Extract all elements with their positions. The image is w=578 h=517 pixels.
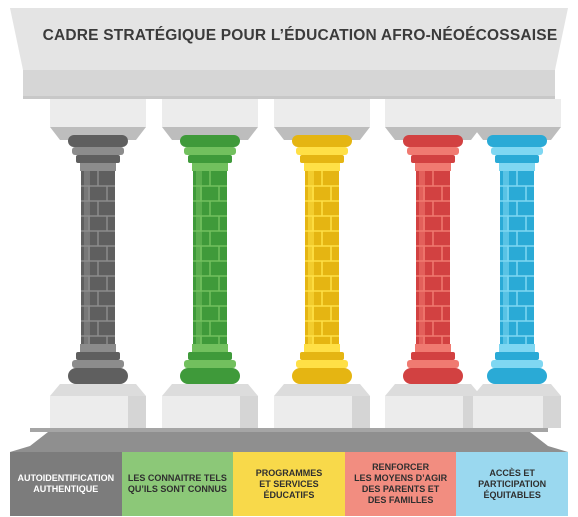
diagram-title: CADRE STRATÉGIQUE POUR L’ÉDUCATION AFRO-… <box>42 27 558 44</box>
pillar-yellow <box>274 99 370 428</box>
pillar-plinth-shade <box>128 396 146 428</box>
pillar-label-5: ACCÈS ET PARTICIPATION ÉQUITABLES <box>456 452 568 516</box>
pillar-capital-ring <box>188 155 232 163</box>
pillar-capital-ring <box>192 163 228 171</box>
pillar-label-1: AUTOIDENTIFICATION AUTHENTIQUE <box>10 452 122 516</box>
pillar-base-ring <box>499 344 535 352</box>
pillar-plinth-shade <box>240 396 258 428</box>
roof-front <box>23 70 555 96</box>
pillar-shaft-highlight <box>503 171 509 344</box>
pillar-label-3: PROGRAMMES ET SERVICES ÉDUCATIFS <box>233 452 345 516</box>
pillar-capital-ring <box>495 155 539 163</box>
pillar-label-text: PROGRAMMES ET SERVICES ÉDUCATIFS <box>255 467 323 500</box>
pillar-base-ring <box>296 360 348 368</box>
pillar-capital-ring <box>403 135 463 147</box>
pillar-labels: AUTOIDENTIFICATION AUTHENTIQUE LES CONNA… <box>10 452 568 516</box>
pillar-capital-block <box>162 99 258 127</box>
pillar-capital-ring <box>300 155 344 163</box>
pillar-base-ring <box>76 352 120 360</box>
pillar-base-ring <box>292 368 352 384</box>
pillar-plinth-shade <box>352 396 370 428</box>
pillar-capital-block <box>274 99 370 127</box>
pillar-base-ring <box>495 352 539 360</box>
pillar-base-ring <box>72 360 124 368</box>
pillar-capital-block <box>385 99 481 127</box>
pillar-capital-ring <box>296 147 348 155</box>
roof-top <box>10 8 568 70</box>
pillar-base-ring <box>68 368 128 384</box>
pillar-label-4: RENFORCER LES MOYENS D’AGIR DES PARENTS … <box>344 452 457 516</box>
pillar-capital-ring <box>415 163 451 171</box>
pillar-capital-block <box>473 99 561 127</box>
pillar-shaft-highlight <box>419 171 425 344</box>
pillar-shaft-highlight <box>196 171 202 344</box>
pillars-group <box>50 99 561 428</box>
pillar-plinth-top <box>385 384 481 396</box>
pillar-base-ring <box>403 368 463 384</box>
pillar-base-ring <box>407 360 459 368</box>
pillar-base-ring <box>411 352 455 360</box>
pillar-base-ring <box>80 344 116 352</box>
roof-underline <box>23 96 555 99</box>
pillar-base-ring <box>184 360 236 368</box>
pillar-capital-ring <box>499 163 535 171</box>
pillar-base-ring <box>415 344 451 352</box>
pillar-capital-ring <box>491 147 543 155</box>
pillar-plinth-top <box>473 384 561 396</box>
pillar-capital-ring <box>72 147 124 155</box>
pillar-plinth-top <box>274 384 370 396</box>
pillar-base-ring <box>180 368 240 384</box>
temple-roof <box>10 8 568 99</box>
pillar-capital-ring <box>184 147 236 155</box>
pillar-capital-ring <box>487 135 547 147</box>
pillar-shaft-highlight <box>84 171 90 344</box>
pillar-capital-ring <box>292 135 352 147</box>
pillar-base-ring <box>300 352 344 360</box>
pillar-label-text: ACCÈS ET PARTICIPATION ÉQUITABLES <box>478 467 547 500</box>
pillar-base-ring <box>304 344 340 352</box>
pillar-blue <box>473 99 561 428</box>
pillar-capital-block <box>50 99 146 127</box>
pillar-plinth-top <box>50 384 146 396</box>
pillar-label-text: RENFORCER LES MOYENS D’AGIR DES PARENTS … <box>354 462 448 505</box>
pillar-base-ring <box>487 368 547 384</box>
pillar-green <box>162 99 258 428</box>
pillar-label-text: LES CONNAITRE TELS QU’ILS SONT CONNUS <box>127 473 227 494</box>
pillar-shaft-highlight <box>308 171 314 344</box>
pillar-capital-ring <box>304 163 340 171</box>
pillar-capital-ring <box>76 155 120 163</box>
pillar-gray <box>50 99 146 428</box>
pillar-label-2: LES CONNAITRE TELS QU’ILS SONT CONNUS <box>121 452 234 516</box>
pillar-base-ring <box>192 344 228 352</box>
pillar-plinth-shade <box>543 396 561 428</box>
pillar-label-text: AUTOIDENTIFICATION AUTHENTIQUE <box>17 473 115 494</box>
pillar-capital-ring <box>180 135 240 147</box>
pillar-capital-ring <box>80 163 116 171</box>
floor-slab <box>10 432 568 452</box>
floor-edge <box>30 428 548 432</box>
pillar-base-ring <box>188 352 232 360</box>
pillar-capital-ring <box>407 147 459 155</box>
pillar-base-ring <box>491 360 543 368</box>
pillar-plinth-top <box>162 384 258 396</box>
pillar-capital-ring <box>411 155 455 163</box>
pillar-red <box>385 99 481 428</box>
temple-floor <box>10 428 568 452</box>
pillar-capital-ring <box>68 135 128 147</box>
